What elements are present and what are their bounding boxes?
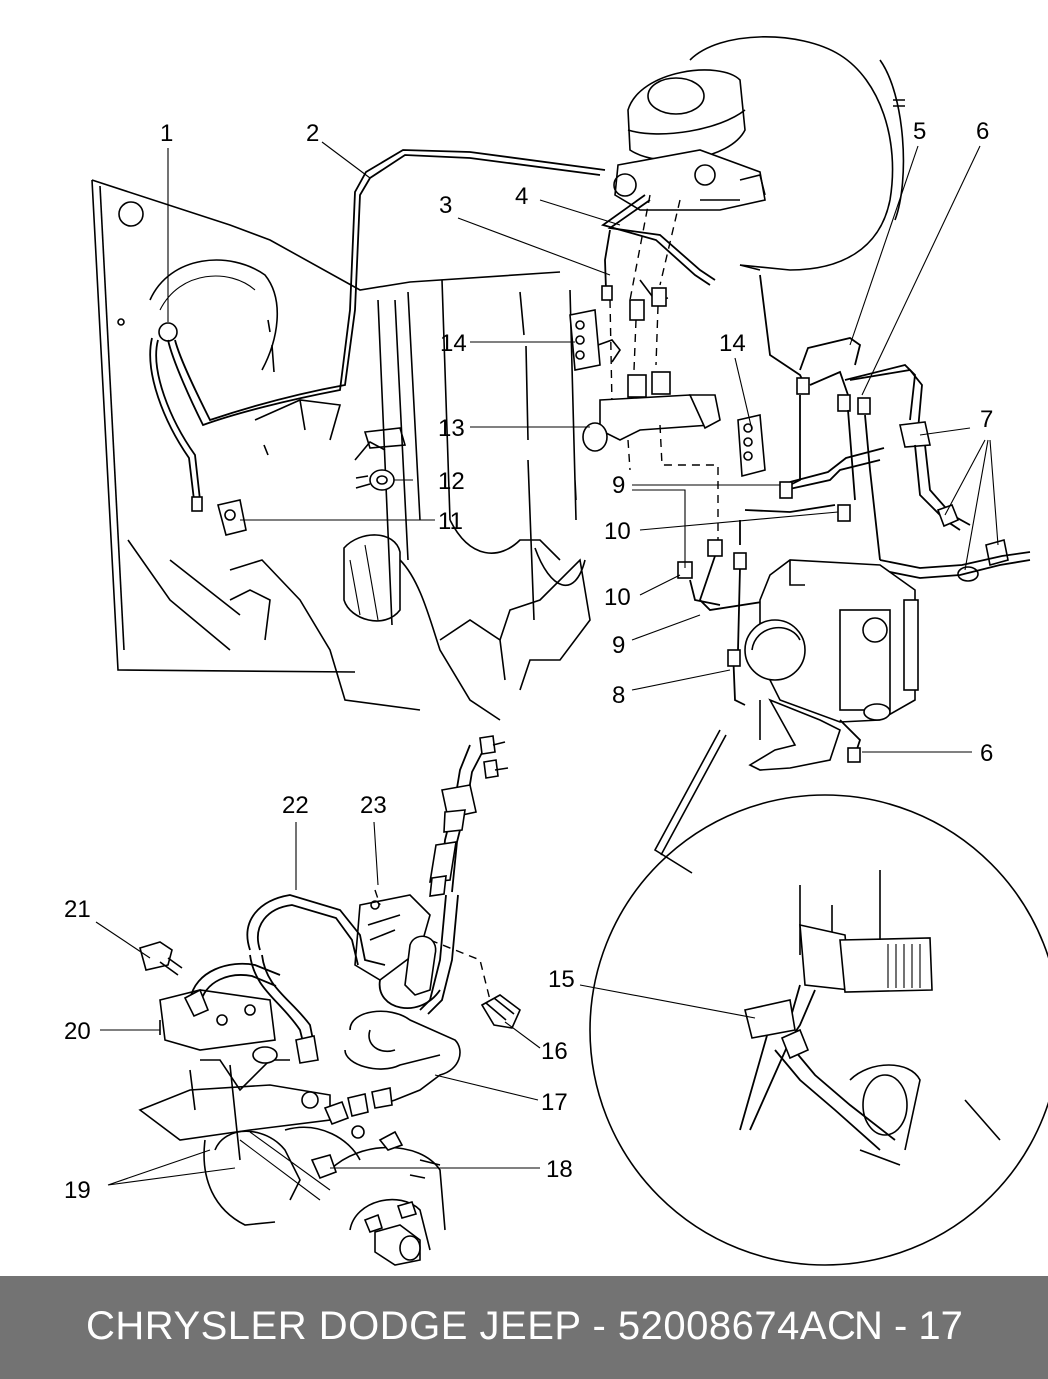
brake-line-22 <box>246 894 386 1064</box>
callout-6-top: 6 <box>976 118 989 145</box>
callout-6-lower: 6 <box>980 740 993 767</box>
callout-13: 13 <box>438 415 465 442</box>
callout-11: 11 <box>438 508 463 535</box>
callout-8: 8 <box>612 682 625 709</box>
bracket-20-bolt-21 <box>139 941 281 1051</box>
clip-14-upper <box>569 309 621 371</box>
callout-14-right: 14 <box>719 330 746 357</box>
clip-7-group <box>879 421 1031 582</box>
brake-lines-5-6 <box>759 274 923 561</box>
callout-5: 5 <box>913 118 926 145</box>
callout-14-upper: 14 <box>440 330 467 357</box>
hose-17 <box>344 935 461 1117</box>
bolt-16 <box>480 994 521 1029</box>
leader-lines <box>95 141 999 1186</box>
callout-2: 2 <box>306 120 319 147</box>
clip-11 <box>217 499 247 536</box>
brake-lines-exploded-diagram: 1 2 3 4 5 6 7 14 14 13 12 11 9 10 10 9 8… <box>64 36 1048 1266</box>
callout-17: 17 <box>541 1089 568 1116</box>
brake-lines-8-9-10 <box>677 447 885 706</box>
callout-9-lower: 9 <box>612 632 625 659</box>
callout-18: 18 <box>546 1156 573 1183</box>
callout-1: 1 <box>160 120 173 147</box>
front-brake-hose-assembly <box>419 735 509 1015</box>
footer-part-number: CHRYSLER DODGE JEEP - 52008674AC <box>86 1304 857 1348</box>
callout-21: 21 <box>64 896 91 923</box>
footer-page-number: N - 17 <box>854 1304 963 1348</box>
callout-labels: 1 2 3 4 5 6 7 14 14 13 12 11 9 10 10 9 8… <box>64 118 993 1204</box>
hydraulic-control-unit <box>744 559 919 771</box>
callout-9-upper: 9 <box>612 472 625 499</box>
footer-bar: CHRYSLER DODGE JEEP - 52008674AC N - 17 <box>0 1276 1048 1379</box>
callout-4: 4 <box>515 183 528 210</box>
callout-20: 20 <box>64 1018 91 1045</box>
firewall-panel <box>91 179 591 721</box>
callout-10-lower: 10 <box>604 584 631 611</box>
detail-circle <box>589 794 1048 1266</box>
detail-pointer <box>653 729 727 874</box>
grommet-12 <box>355 469 395 491</box>
knuckle-rotor <box>138 1046 446 1266</box>
callout-19: 19 <box>64 1177 91 1204</box>
callout-3: 3 <box>439 192 452 219</box>
callout-12: 12 <box>438 468 465 495</box>
proportioning-valve <box>582 371 721 540</box>
callout-23: 23 <box>360 792 387 819</box>
callout-22: 22 <box>282 792 309 819</box>
callout-7: 7 <box>980 406 993 433</box>
master-cylinder-booster <box>613 36 905 271</box>
callout-15: 15 <box>548 966 575 993</box>
callout-16: 16 <box>541 1038 568 1065</box>
clip-14-right <box>737 414 766 478</box>
brake-line-1 <box>149 149 606 512</box>
brake-lines-3-4 <box>600 194 716 406</box>
callout-10-upper: 10 <box>604 518 631 545</box>
